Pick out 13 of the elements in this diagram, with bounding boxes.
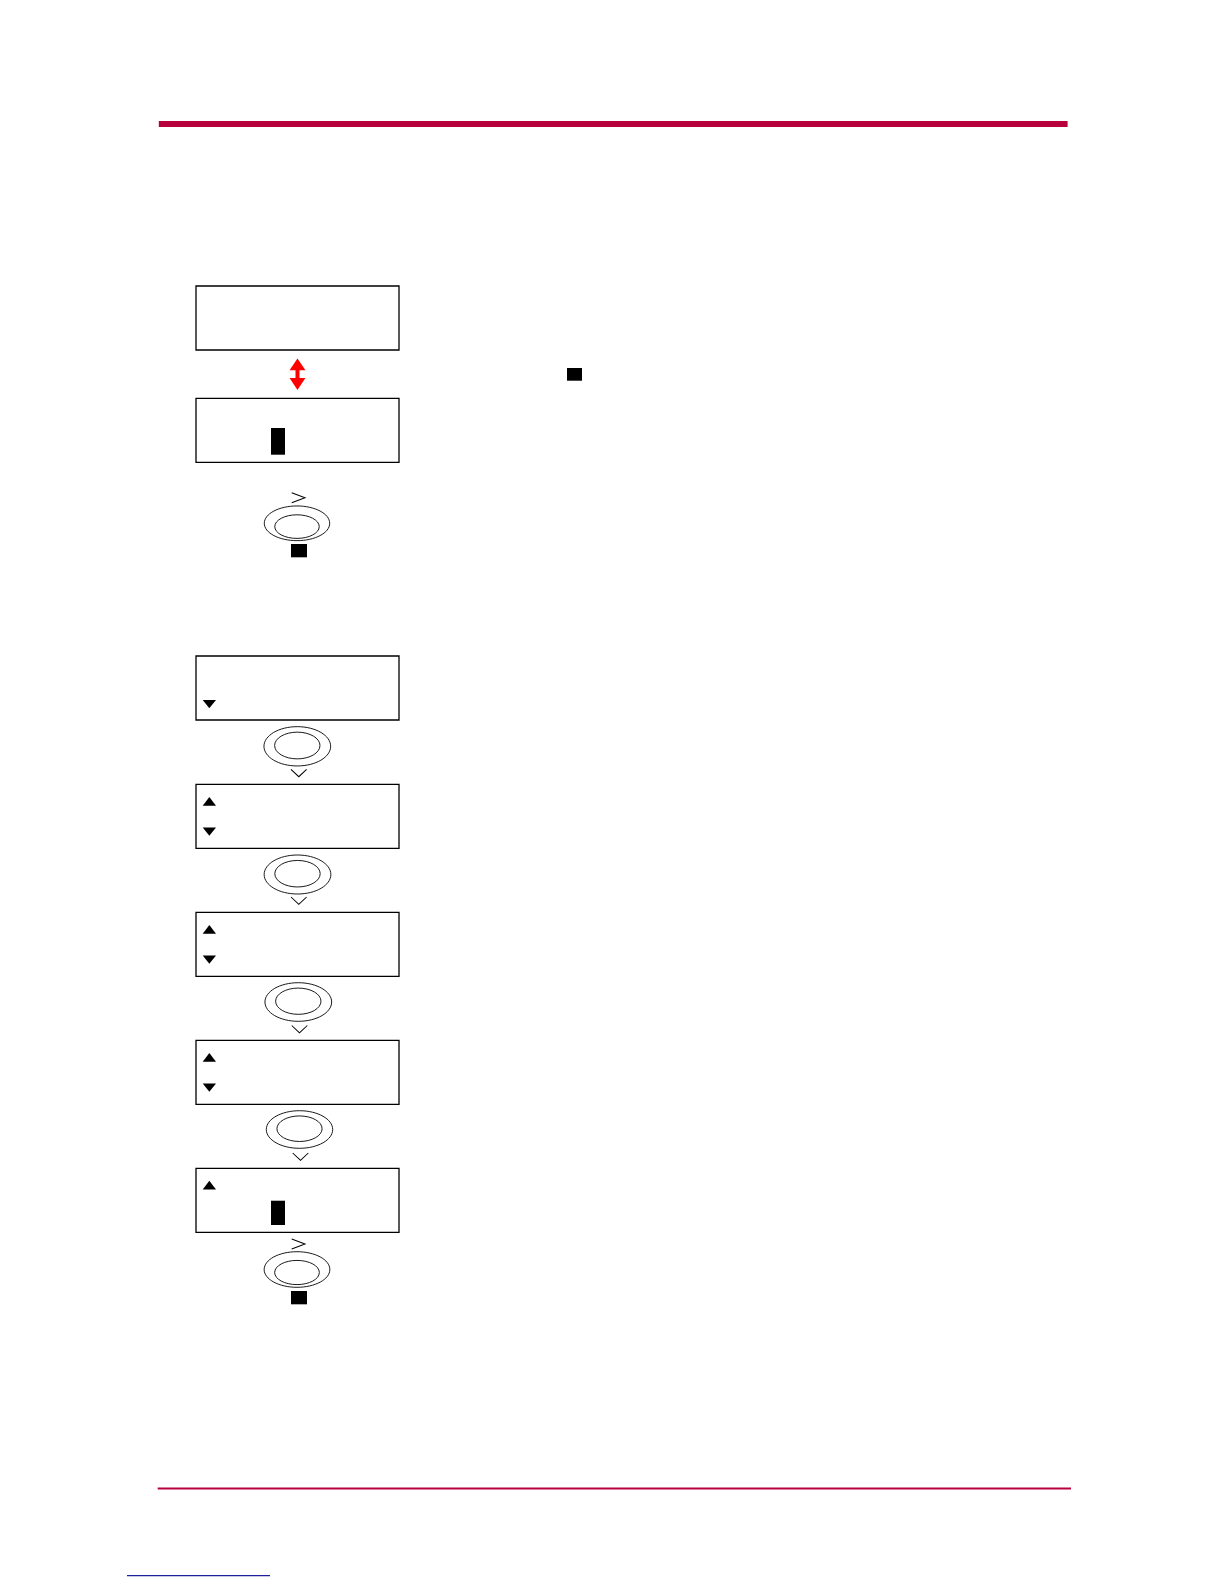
push-button xyxy=(263,505,331,542)
lcd-display xyxy=(195,397,400,463)
lcd-display xyxy=(195,655,400,721)
push-button xyxy=(264,982,333,1022)
push-button xyxy=(265,1110,334,1149)
push-button xyxy=(263,854,332,895)
lcd-display xyxy=(195,1039,400,1105)
push-button xyxy=(263,1251,331,1288)
lcd-display xyxy=(195,285,400,351)
lcd-display xyxy=(195,911,400,977)
lcd-display xyxy=(195,783,400,849)
lcd-display xyxy=(195,1167,400,1233)
push-button xyxy=(263,726,332,767)
